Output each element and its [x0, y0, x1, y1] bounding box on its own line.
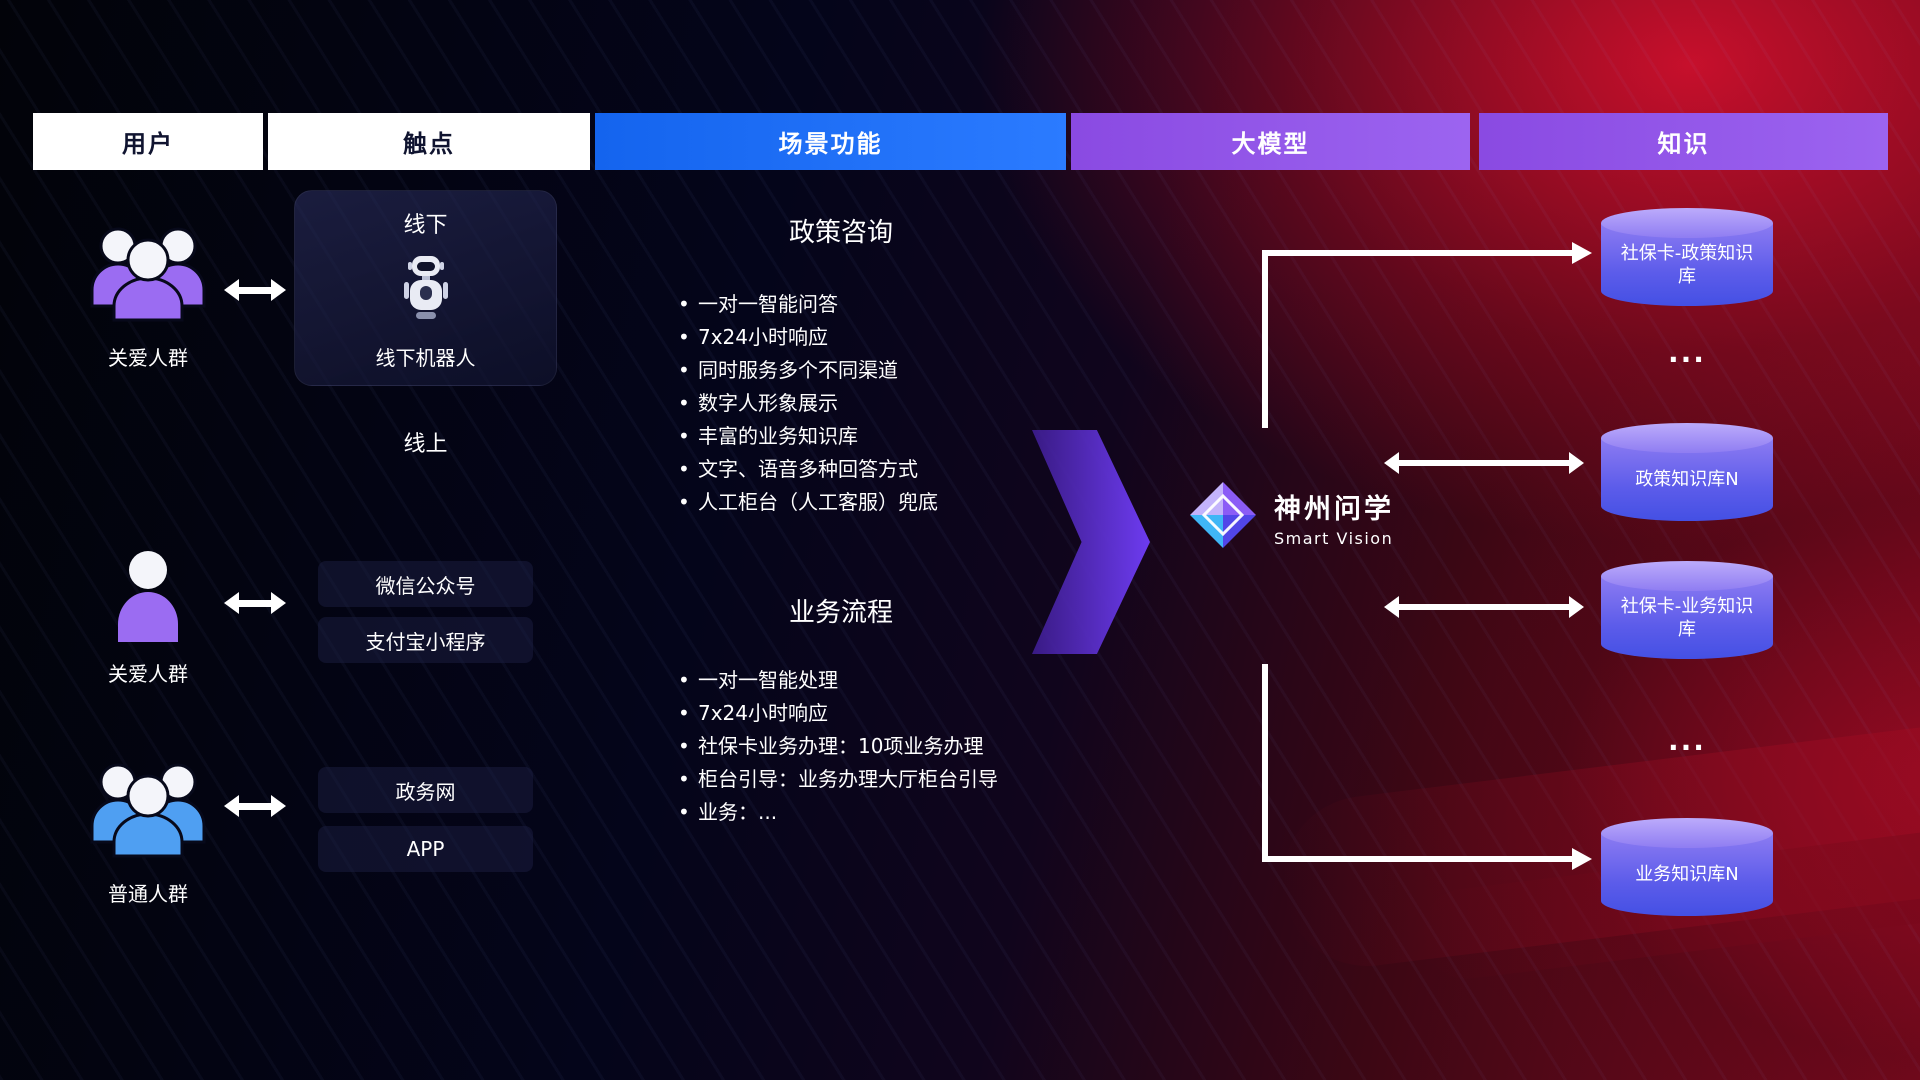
double-arrow-icon: [224, 795, 286, 817]
model-subtitle: Smart Vision: [1274, 528, 1394, 548]
knowledge-db-business-ssc: 社保卡-业务知识库: [1601, 561, 1773, 659]
header-touchpoint: 触点: [268, 113, 590, 170]
user-care-single: 关爱人群: [64, 548, 232, 687]
db-label: 社保卡-政策知识库: [1620, 242, 1754, 287]
connector-down-vertical: [1262, 664, 1268, 862]
connector-down-horizontal: [1262, 856, 1574, 862]
user-label: 普通人群: [108, 882, 188, 906]
list-item: 文字、语音多种回答方式: [678, 453, 938, 486]
connector-up-horizontal: [1262, 250, 1574, 256]
arrowhead-icon: [1572, 848, 1592, 870]
offline-robot-label: 线下机器人: [375, 346, 476, 370]
double-arrow-icon: [224, 592, 286, 614]
list-item: 柜台引导：业务办理大厅柜台引导: [678, 763, 998, 796]
db-label: 政策知识库N: [1635, 469, 1739, 490]
list-item: 同时服务多个不同渠道: [678, 354, 938, 387]
header-user: 用户: [33, 113, 263, 170]
header-scene: 场景功能: [595, 113, 1066, 170]
model-text: 神州问学 Smart Vision: [1274, 487, 1394, 548]
list-item: 7x24小时响应: [678, 697, 998, 730]
knowledge-ellipsis: ...: [1668, 724, 1706, 757]
people-group-icon: [82, 752, 214, 868]
user-general-group: 普通人群: [64, 752, 232, 907]
knowledge-ellipsis: ...: [1668, 336, 1706, 369]
list-item: 一对一智能问答: [678, 288, 938, 321]
diamond-logo-icon: [1186, 478, 1260, 556]
double-arrow-icon: [224, 279, 286, 301]
list-item: 数字人形象展示: [678, 387, 938, 420]
db-label: 业务知识库N: [1635, 864, 1739, 885]
scene-business-list: 一对一智能处理 7x24小时响应 社保卡业务办理：10项业务办理 柜台引导：业务…: [678, 664, 998, 829]
list-item: 业务：...: [678, 796, 998, 829]
people-group-icon: [82, 216, 214, 332]
knowledge-db-business-n: 业务知识库N: [1601, 818, 1773, 916]
header-model: 大模型: [1071, 113, 1470, 170]
list-item: 丰富的业务知识库: [678, 420, 938, 453]
model-logo: 神州问学 Smart Vision: [1186, 478, 1394, 556]
db-label: 社保卡-业务知识库: [1620, 595, 1754, 640]
list-item: 7x24小时响应: [678, 321, 938, 354]
knowledge-db-policy-ssc: 社保卡-政策知识库: [1601, 208, 1773, 306]
touchpoint-app: APP: [318, 826, 533, 872]
offline-title: 线下: [403, 213, 448, 238]
touchpoint-wechat: 微信公众号: [318, 561, 533, 607]
list-item: 人工柜台（人工客服）兜底: [678, 486, 938, 519]
person-icon: [116, 548, 180, 648]
online-title: 线上: [403, 432, 448, 457]
touchpoint-alipay: 支付宝小程序: [318, 617, 533, 663]
connector-up-vertical: [1262, 250, 1268, 428]
user-care-group: 关爱人群: [64, 216, 232, 371]
knowledge-db-policy-n: 政策知识库N: [1601, 423, 1773, 521]
offline-touchpoint-card: 线下 线下机器人: [294, 190, 557, 386]
user-label: 关爱人群: [108, 346, 188, 370]
touchpoint-gov-web: 政务网: [318, 767, 533, 813]
scene-policy-title: 政策咨询: [788, 218, 893, 248]
user-label: 关爱人群: [108, 662, 188, 686]
scene-business-title: 业务流程: [788, 598, 893, 628]
double-arrow-icon: [1384, 452, 1584, 474]
flow-arrow-icon: [1032, 430, 1150, 654]
header-knowledge: 知识: [1479, 113, 1888, 170]
arrowhead-icon: [1572, 242, 1592, 264]
model-name: 神州问学: [1274, 493, 1394, 525]
list-item: 社保卡业务办理：10项业务办理: [678, 730, 998, 763]
scene-policy-list: 一对一智能问答 7x24小时响应 同时服务多个不同渠道 数字人形象展示 丰富的业…: [678, 288, 938, 519]
robot-icon: [402, 254, 450, 328]
list-item: 一对一智能处理: [678, 664, 998, 697]
double-arrow-icon: [1384, 596, 1584, 618]
